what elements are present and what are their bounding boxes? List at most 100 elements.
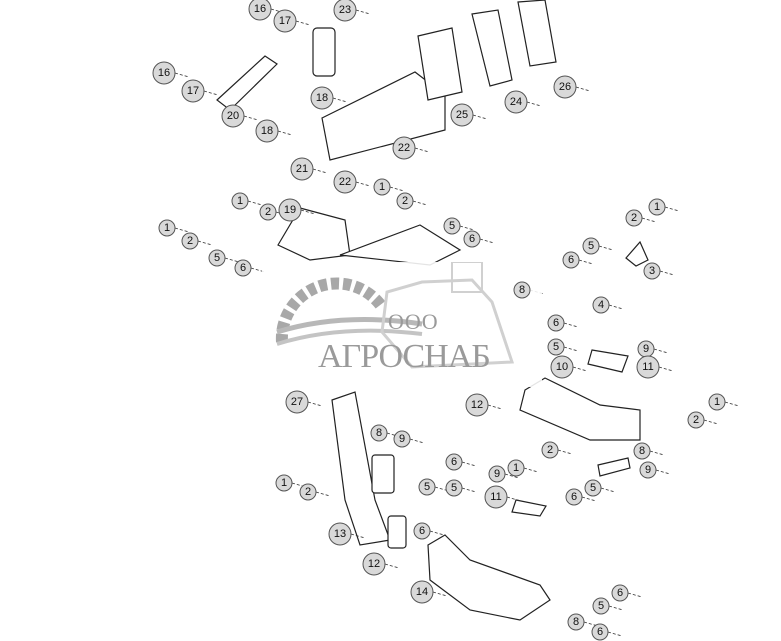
- leader-line: [384, 563, 400, 569]
- callout-label: 9: [399, 433, 405, 445]
- callout-label: 5: [449, 220, 455, 232]
- leader-line: [312, 168, 328, 174]
- leader-line: [355, 9, 371, 15]
- callout-circle: [562, 251, 580, 269]
- callout-label: 1: [164, 222, 170, 234]
- callout-circle: [450, 103, 474, 127]
- callout-label: 5: [424, 481, 430, 493]
- callout-label: 26: [559, 81, 571, 93]
- callout-8: 8: [633, 442, 651, 460]
- leader-line: [174, 227, 190, 233]
- callout-label: 6: [469, 233, 475, 245]
- leader-line: [432, 591, 448, 597]
- leader-line: [658, 366, 674, 372]
- callout-label: 9: [643, 343, 649, 355]
- callout-circle: [410, 580, 434, 604]
- callout-1: 1: [373, 178, 391, 196]
- callout-label: 19: [284, 204, 296, 216]
- leader-line: [277, 130, 293, 136]
- callout-9: 9: [488, 465, 506, 483]
- callout-circle: [285, 390, 309, 414]
- callout-label: 9: [645, 464, 651, 476]
- callout-circle: [445, 479, 463, 497]
- callout-label: 6: [571, 491, 577, 503]
- callout-label: 2: [305, 486, 311, 498]
- callout-circle: [158, 219, 176, 237]
- callout-18: 18: [310, 86, 334, 110]
- leader-line: [578, 259, 594, 265]
- callout-5: 5: [443, 217, 461, 235]
- part-filter-20: [216, 55, 278, 111]
- callout-circle: [643, 262, 661, 280]
- callout-5: 5: [547, 338, 565, 356]
- leader-line: [724, 401, 740, 407]
- part-vent-11b: [511, 499, 547, 517]
- callout-6: 6: [591, 623, 609, 641]
- callout-circle: [299, 483, 317, 501]
- leader-line: [247, 200, 263, 206]
- callout-circle: [550, 355, 574, 379]
- callout-12: 12: [362, 552, 386, 576]
- callout-2: 2: [541, 441, 559, 459]
- callout-6: 6: [611, 584, 629, 602]
- callout-label: 23: [339, 4, 351, 16]
- callout-circle: [687, 411, 705, 429]
- callout-label: 5: [214, 252, 220, 264]
- leader-line: [653, 348, 669, 354]
- callout-5: 5: [582, 237, 600, 255]
- leader-line: [315, 491, 331, 497]
- callout-circle: [592, 597, 610, 615]
- callout-label: 27: [291, 396, 303, 408]
- callout-label: 5: [598, 600, 604, 612]
- callout-circle: [413, 522, 431, 540]
- part-frame-26: [517, 0, 557, 67]
- callout-circle: [582, 237, 600, 255]
- callout-label: 10: [556, 361, 568, 373]
- callout-label: 5: [553, 341, 559, 353]
- part-frame-24: [471, 9, 513, 87]
- callout-circle: [547, 338, 565, 356]
- callout-label: 6: [240, 262, 246, 274]
- callout-1: 1: [275, 474, 293, 492]
- leader-line: [300, 209, 316, 215]
- callout-label: 11: [642, 361, 653, 373]
- callout-9: 9: [393, 430, 411, 448]
- callout-20: 20: [221, 104, 245, 128]
- callout-3: 3: [643, 262, 661, 280]
- leader-line: [598, 245, 614, 251]
- callout-label: 6: [553, 317, 559, 329]
- callout-circle: [396, 192, 414, 210]
- callout-label: 2: [693, 414, 699, 426]
- leader-line: [412, 200, 428, 206]
- callout-circle: [273, 9, 297, 33]
- part-housing-21: [321, 71, 446, 161]
- callout-6: 6: [565, 488, 583, 506]
- callout-label: 6: [617, 587, 623, 599]
- callout-22: 22: [392, 136, 416, 160]
- callout-circle: [310, 86, 334, 110]
- callout-label: 2: [631, 212, 637, 224]
- part-bracket-3: [625, 240, 649, 267]
- callouts: 1617231617182018212222252426112251912566…: [152, 0, 726, 641]
- callout-2: 2: [687, 411, 705, 429]
- callout-1: 1: [507, 459, 525, 477]
- callout-label: 3: [649, 265, 655, 277]
- leader-line: [557, 449, 573, 455]
- callout-label: 6: [597, 626, 603, 638]
- callout-circle: [275, 474, 293, 492]
- callout-circle: [513, 281, 531, 299]
- leader-line: [243, 115, 259, 121]
- callout-circle: [565, 488, 583, 506]
- callout-label: 1: [379, 181, 385, 193]
- leader-line: [332, 97, 348, 103]
- callout-circle: [333, 170, 357, 194]
- callout-circle: [181, 79, 205, 103]
- callout-label: 8: [376, 427, 382, 439]
- callout-circle: [443, 217, 461, 235]
- parts-outlines: [216, 0, 649, 621]
- callout-label: 11: [490, 491, 501, 503]
- callout-circle: [488, 465, 506, 483]
- callout-label: 1: [281, 477, 287, 489]
- leader-line: [563, 346, 579, 352]
